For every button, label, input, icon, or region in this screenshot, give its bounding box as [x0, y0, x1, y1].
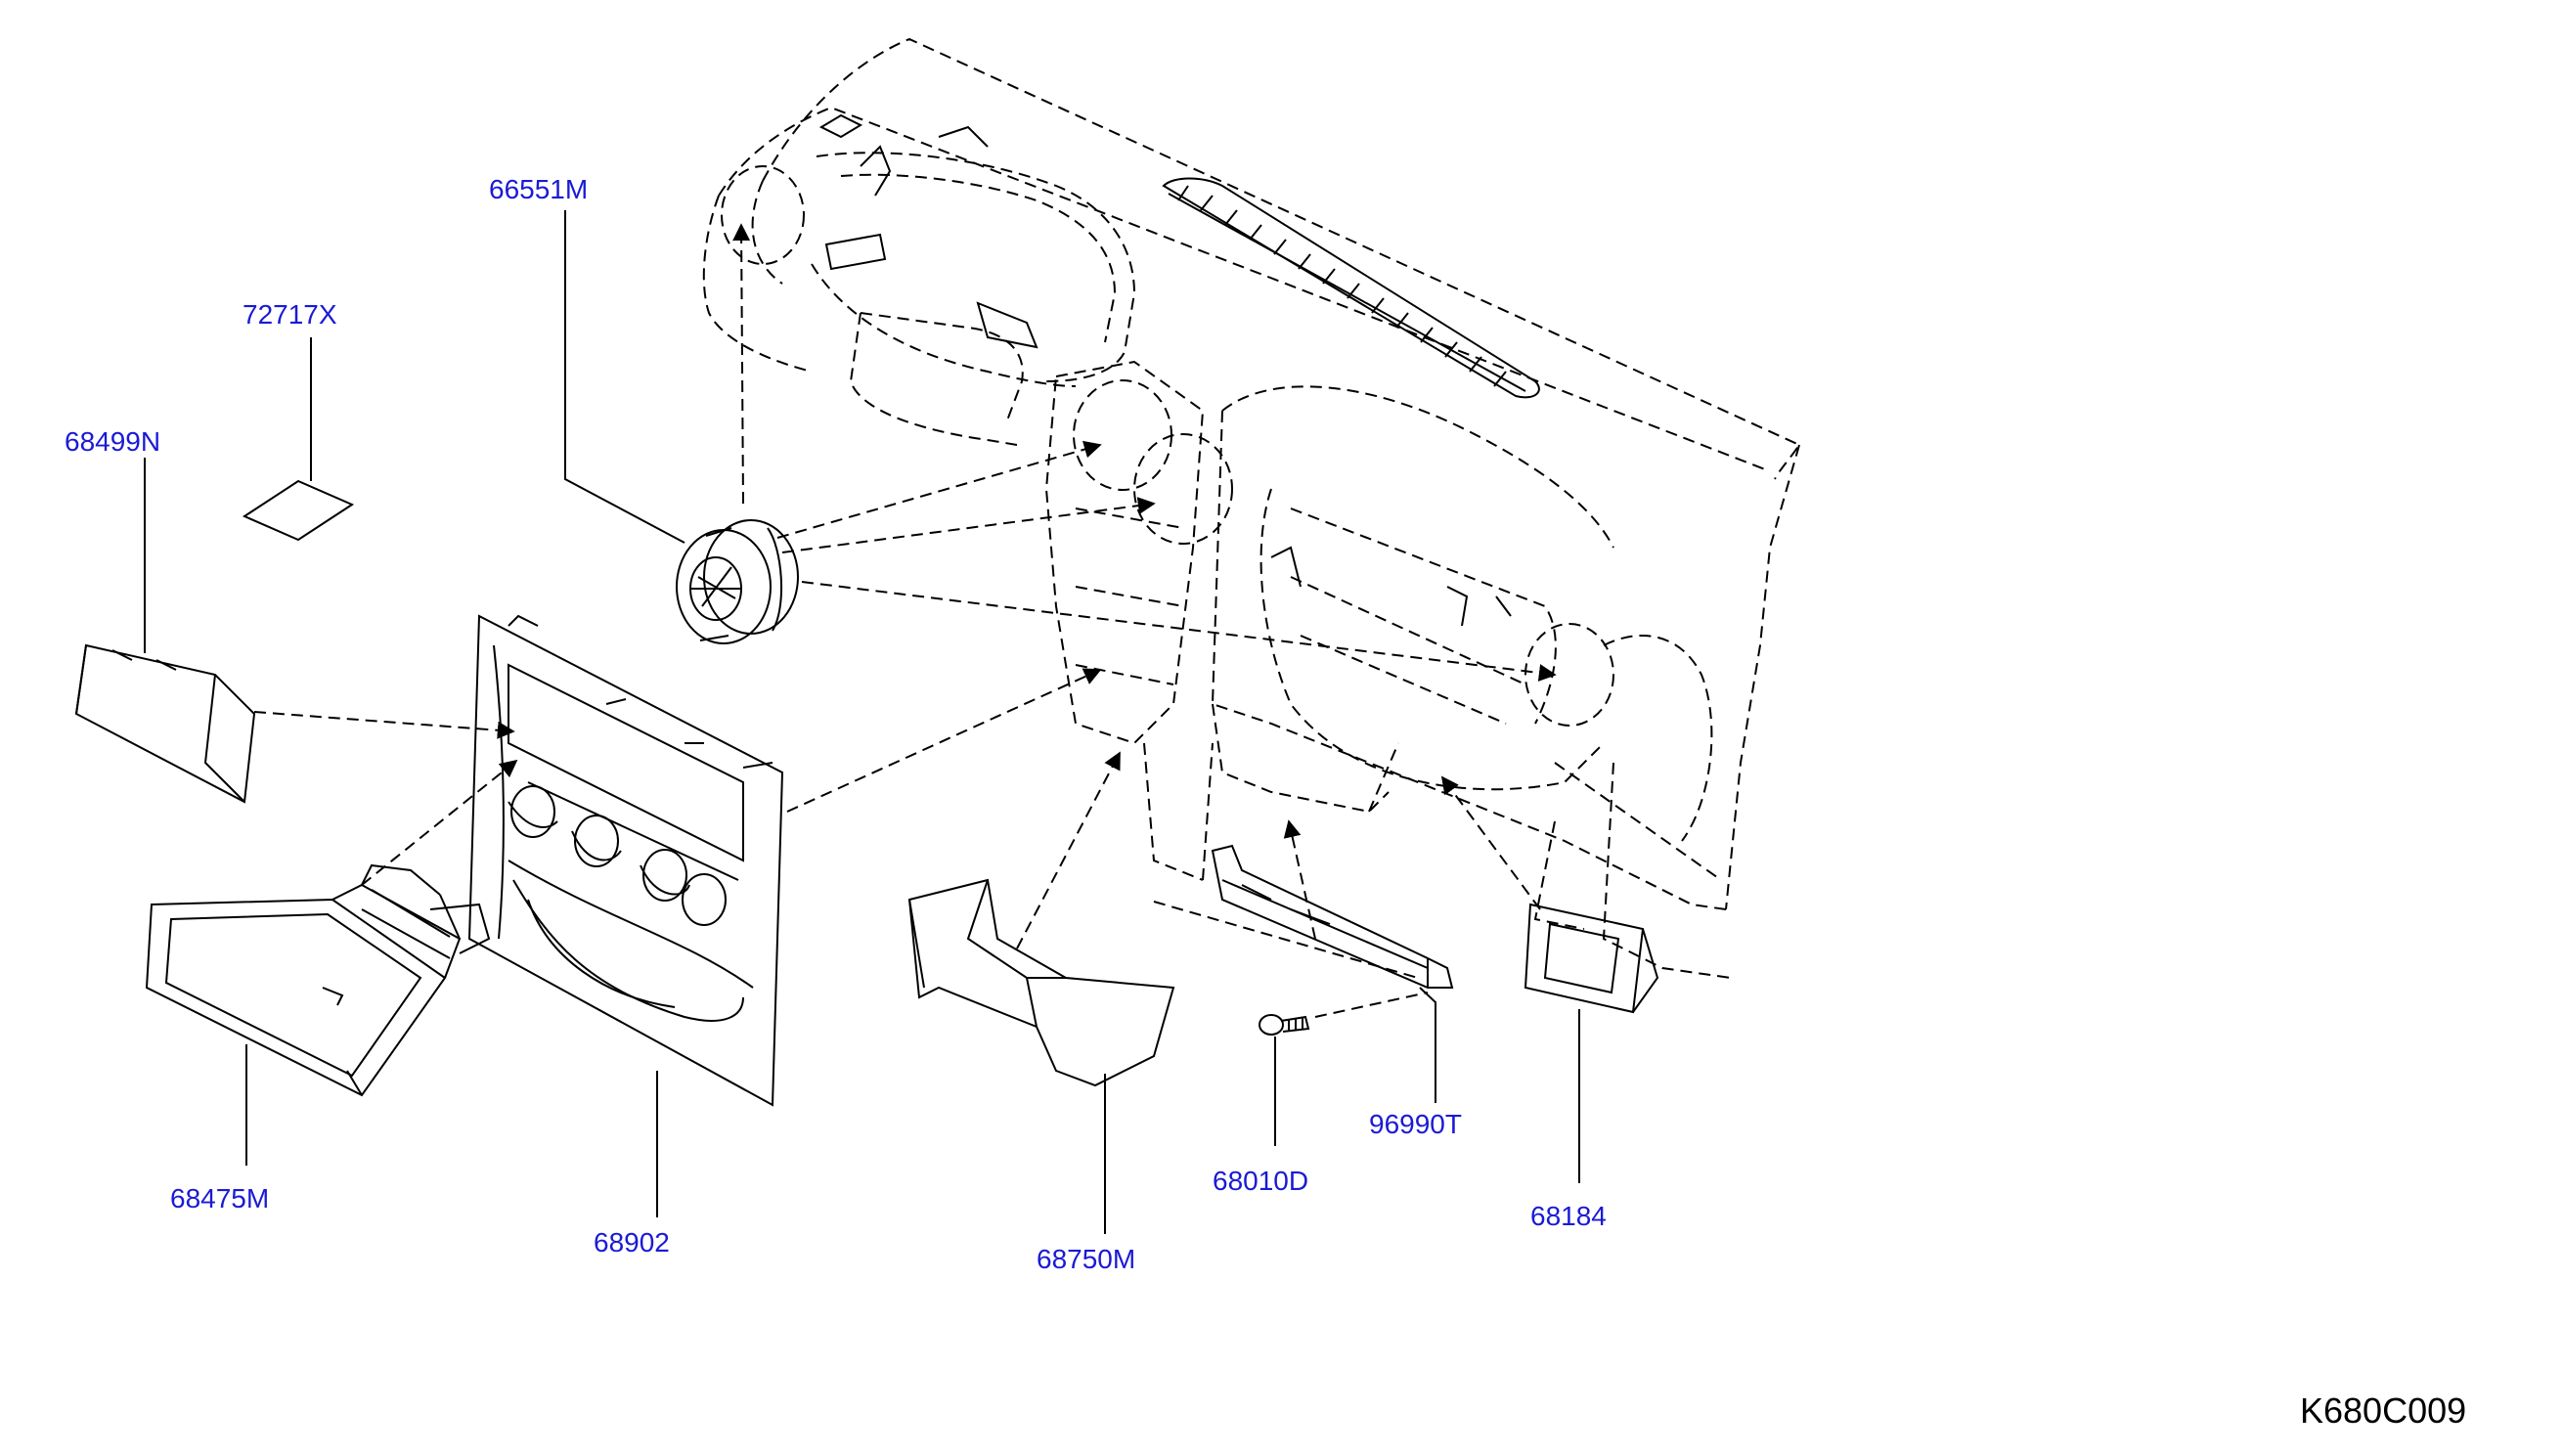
- part-68902-bezel: [469, 616, 782, 1105]
- part-68499N-lid: [76, 645, 254, 802]
- part-68475M-pocket: [147, 865, 489, 1095]
- leader-lines: [145, 210, 1579, 1234]
- panel-detail-brackets: [821, 115, 1511, 626]
- diagram-code: K680C009: [2300, 1390, 2467, 1431]
- part-label-72717X[interactable]: 72717X: [243, 299, 337, 330]
- part-label-68475M[interactable]: 68475M: [170, 1183, 270, 1213]
- part-66551M-vent: [677, 520, 798, 643]
- part-96990T-bracket: [1213, 846, 1452, 988]
- instrument-panel-outline: [704, 39, 1799, 978]
- part-68010D-screw: [1259, 1015, 1308, 1035]
- part-72717X-label: [244, 481, 352, 540]
- part-label-68010D[interactable]: 68010D: [1213, 1166, 1309, 1196]
- part-label-68499N[interactable]: 68499N: [65, 426, 161, 457]
- part-label-96990T[interactable]: 96990T: [1369, 1109, 1462, 1139]
- part-68750M-cover: [909, 880, 1173, 1085]
- assembly-lines: [254, 223, 1557, 1017]
- part-68184-finisher: [1525, 904, 1657, 1012]
- part-label-68184[interactable]: 68184: [1530, 1201, 1607, 1231]
- part-label-68750M[interactable]: 68750M: [1037, 1244, 1136, 1274]
- part-label-68902[interactable]: 68902: [594, 1227, 670, 1257]
- defroster-grille: [1164, 179, 1539, 398]
- part-label-66551M[interactable]: 66551M: [489, 174, 589, 204]
